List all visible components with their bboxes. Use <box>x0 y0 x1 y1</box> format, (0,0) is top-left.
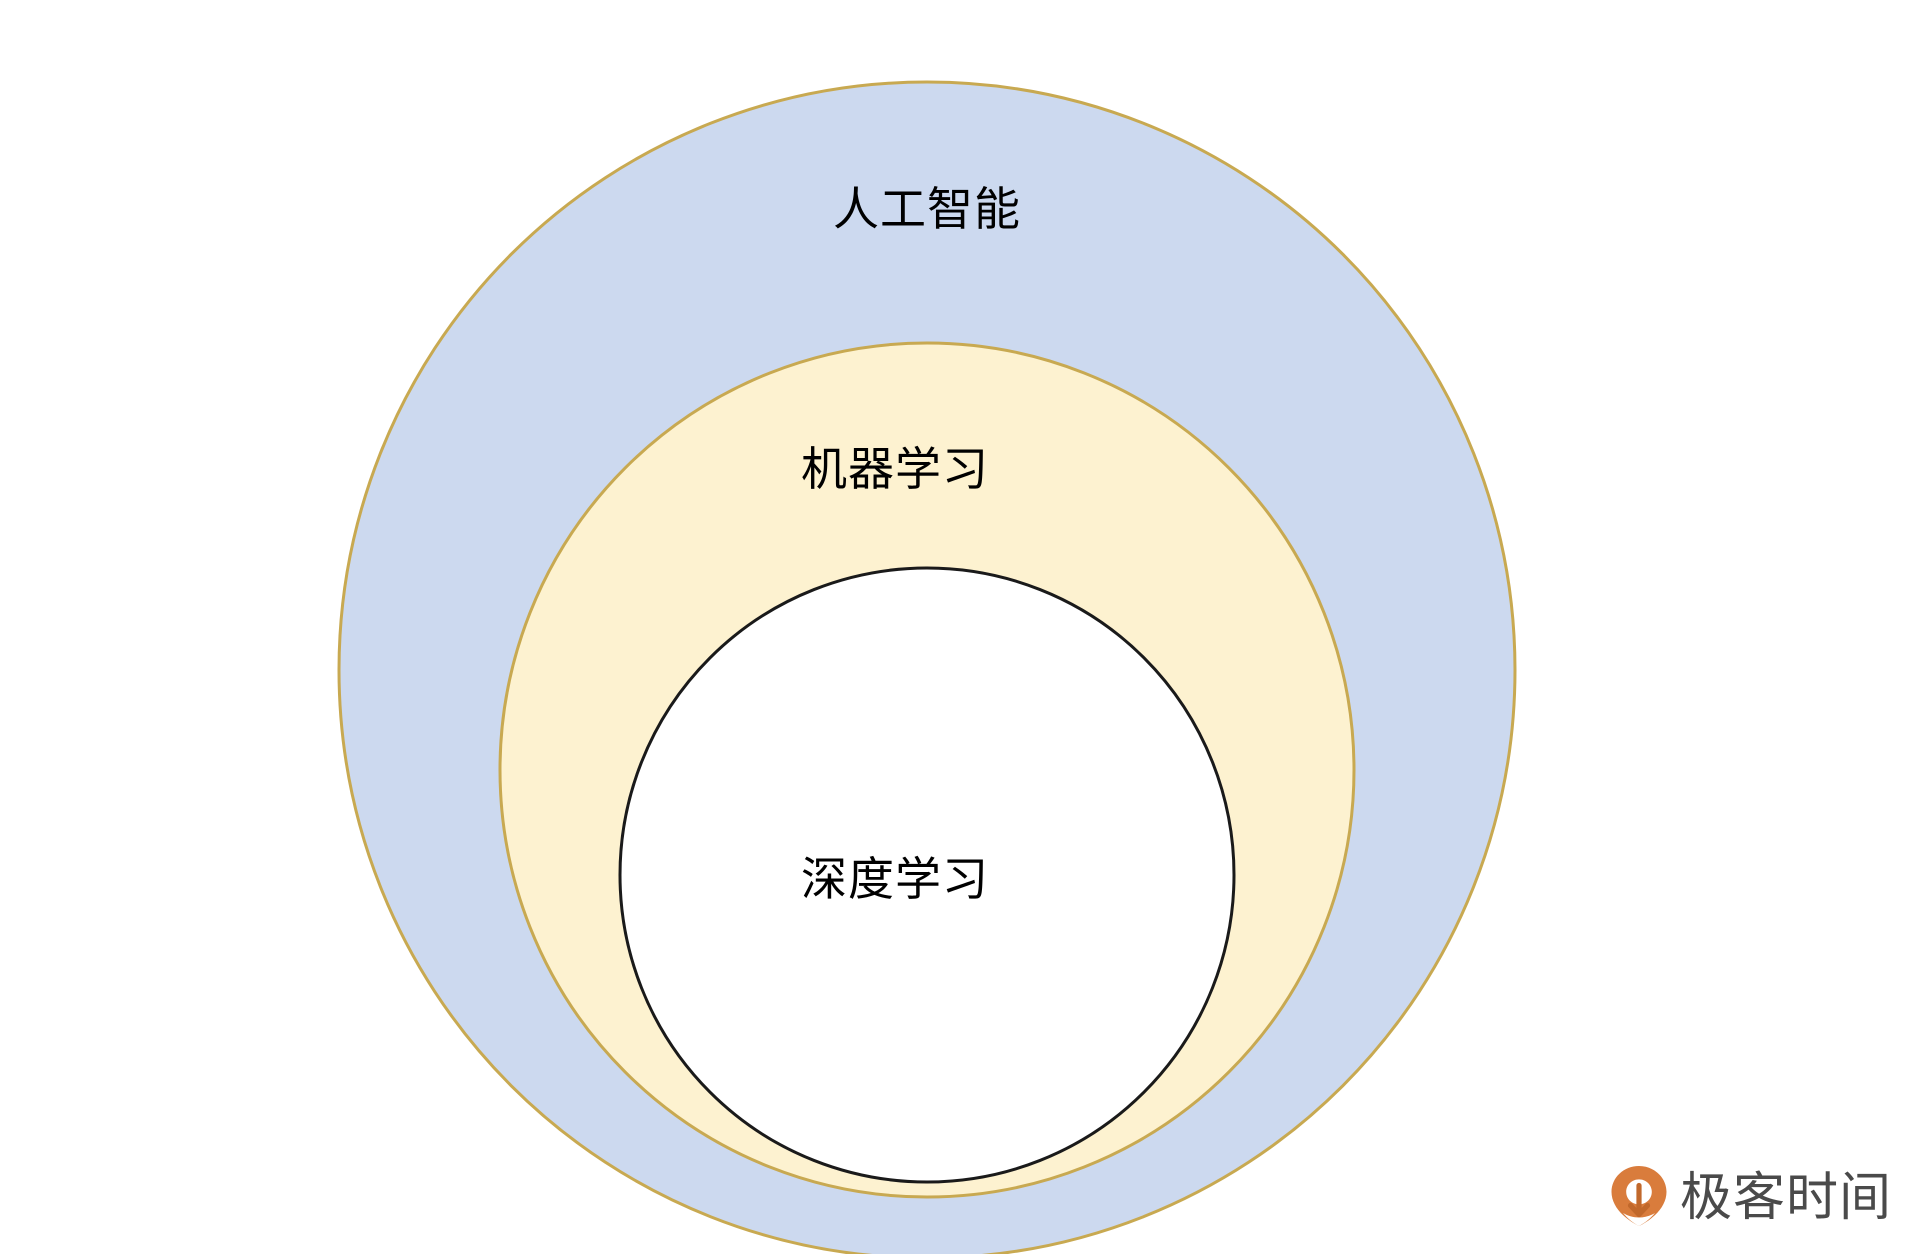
label-machine-learning: 机器学习 <box>801 443 989 495</box>
watermark-label: 极客时间 <box>1679 1169 1892 1227</box>
circle-deep-learning <box>618 566 1236 1184</box>
watermark: 极客时间 <box>1610 1160 1892 1232</box>
label-deep-learning: 深度学习 <box>801 853 989 905</box>
label-artificial-intelligence: 人工智能 <box>833 183 1021 235</box>
geektime-q-pin-icon <box>1611 1166 1667 1226</box>
